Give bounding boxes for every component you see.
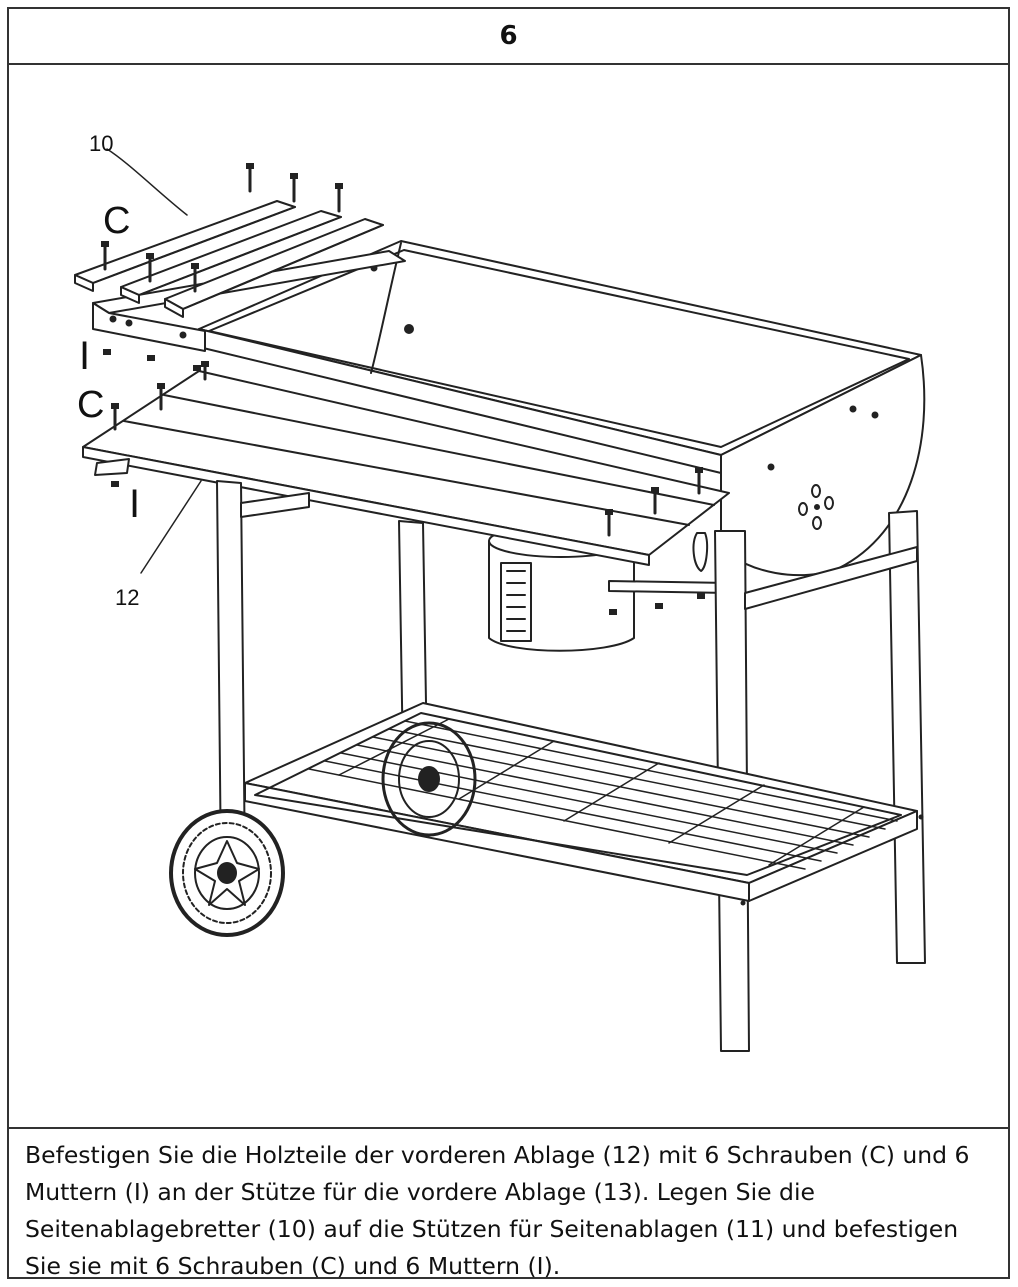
cart-frame <box>216 480 926 1052</box>
label-nut-i-top: I <box>79 334 90 378</box>
callout-labels: 10 C I C I 12 <box>77 131 140 610</box>
front-wheel <box>169 809 285 937</box>
screw-set <box>103 165 701 537</box>
label-part-10: 10 <box>89 131 113 156</box>
instruction-text: Befestigen Sie die Holzteile der vordere… <box>25 1141 970 1280</box>
label-screw-c-top: C <box>103 200 130 242</box>
label-nut-i-front: I <box>129 482 140 526</box>
assembly-illustration: 10 C I C I 12 <box>9 63 1008 1129</box>
label-part-12: 12 <box>115 585 139 610</box>
nut-set <box>103 349 705 615</box>
step-number: 6 <box>9 9 1008 65</box>
screw-heads <box>101 163 703 515</box>
rear-wheel <box>381 721 477 837</box>
label-screw-c-front: C <box>77 384 104 426</box>
bbq-cart-drawing: 10 C I C I 12 <box>74 131 926 1052</box>
instruction-panel: 6 <box>7 7 1010 1280</box>
callout-leaders <box>106 148 202 574</box>
side-shelf <box>74 200 406 352</box>
grill-bowl <box>198 240 926 577</box>
front-shelf <box>82 370 730 594</box>
